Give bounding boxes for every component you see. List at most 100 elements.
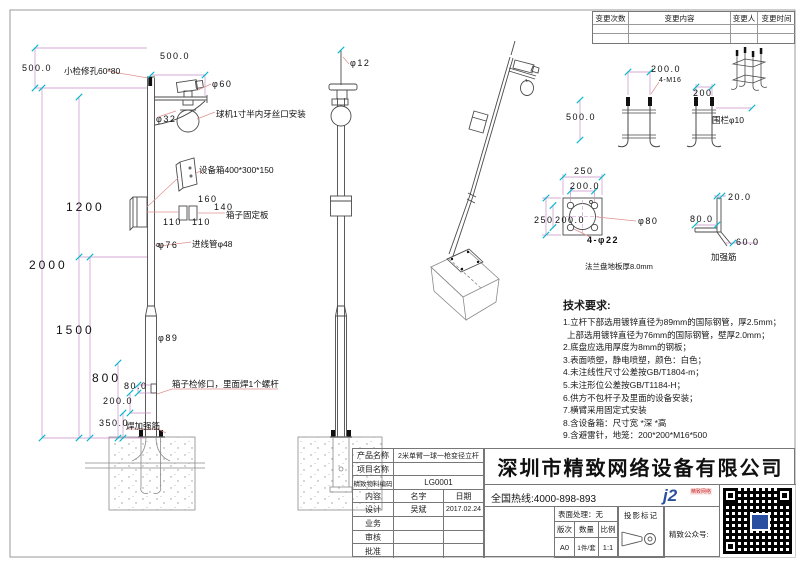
qr-center-logo [750,513,770,531]
scale-value: 1:1 [599,538,617,557]
qr-finder-top-left [723,488,738,503]
dim-plate-110-right: 110 [192,217,211,227]
hotline-row: 全国热线:4000-898-893 j2 精致网络 [484,485,719,506]
dim-flange-dia-80: φ80 [638,216,659,226]
revision-table: 变更次数 变更内容 变更人 变更时间 [592,11,795,44]
tech-line: 7.横臂采用固定式安装 [563,405,647,416]
date-header: 日期 [444,490,484,503]
revision-col-time: 变更时间 [758,12,795,25]
side-view-pole [328,50,358,438]
revision-cell [629,25,731,34]
dim-flange-500: 500.0 [566,112,597,122]
tech-line: 5.未注形位公差按GB/T1184-H； [563,379,686,390]
business-label: 业务 [353,517,394,531]
dim-height-800: 800 [92,371,122,385]
dim-lower-pole-dia-89: φ89 [158,333,179,343]
business-name [394,517,444,531]
dim-height-350: 350.0 [99,418,130,428]
design-date: 2017.02.24 [444,503,484,517]
content-header: 内容 [353,490,394,503]
review-name [394,531,444,544]
scale-label: 比例 [599,522,617,538]
company-name: 深圳市精致网络设备有限公司 [484,449,796,485]
label-flange-holes: 4-φ22 [587,235,619,245]
anchor-cage-detail-2 [686,97,722,148]
designer-name: 吴斌 [394,503,444,517]
dim-cage1-200: 200.0 [651,64,682,74]
label-access-port: 箱子检修口，里面焊1个螺杆 [172,379,279,389]
tech-line: 8.含设备箱：尺寸宽 *深 *高 [563,417,667,428]
review-date [444,531,484,544]
hotline-number: 全国热线:4000-898-893 [491,494,597,505]
label-flange-plate: 法兰盘地板厚8.0mm [585,262,653,271]
dim-plate-140: 140 [214,202,234,212]
approve-label: 批准 [353,544,394,558]
sheet-frame [9,9,796,558]
revision-cell [731,25,758,34]
technical-requirements: 技术要求: 1.立杆下部选用镀锌直径为89mm的国际钢管，厚2.5mm； 上部选… [563,297,799,442]
projection-label: 投影标记 [624,511,658,520]
qr-finder-top-right [777,488,792,503]
label-weld-rib: 焊加强筋 [126,421,161,431]
tech-line: 9.含避雷针，地笼：200*200*M16*500 [563,430,708,441]
dim-flange-200-h: 200.0 [570,181,601,191]
tech-line: 上部选用镀锌直径为76mm的国际钢管，壁厚2.0mm； [567,329,770,340]
dim-rib-80: 80.0 [690,214,714,224]
dimension-lines [34,47,758,439]
surface-finish-value: 无 [595,509,604,519]
tech-line: 6.供方不包杆子及里面的设备安装； [563,392,698,403]
qr-finder-bottom-left [723,539,738,554]
design-label: 设计 [353,503,394,517]
revision-col-person: 变更人 [731,12,758,25]
project-name-value [394,463,484,476]
tech-line: 3.表面喷塑，静电喷塑，颜色：白色； [563,354,707,365]
approve-name [394,544,444,558]
version-label: 版次 [555,522,575,538]
revision-col-content: 变更内容 [629,12,731,25]
label-fixing-plate: 箱子固定板 [226,210,269,220]
dim-height-2000: 2000 [29,258,68,272]
revision-cell [593,25,629,34]
qr-code [719,485,795,557]
surface-finish-label: 表面处理： [558,509,596,519]
product-name-value: 2米单臂一球一枪变径立杆 [394,449,484,463]
label-access-hole: 小检修孔60*80 [64,66,121,76]
revision-cell [758,34,795,43]
tech-line: 2.底盘应选用厚度为8mm的钢板； [563,342,691,353]
dim-cage2-200: 200 [693,88,713,98]
approve-date [444,544,484,558]
review-label: 审核 [353,531,394,544]
front-view-pole [129,76,208,438]
dim-gusset-dia-32: φ32 [156,114,177,124]
revision-cell [731,34,758,43]
anchor-cage-isometric [730,47,768,91]
qty-value: 1件/套 [575,538,599,557]
leader-lines [106,56,660,434]
product-name-label: 产品名称 [353,449,394,463]
dim-flange-250-v: 250 [534,215,554,225]
label-cage1-bolts: 4-M16 [659,77,682,84]
tech-line: 4.未注线性尺寸公差按GB/T1804-m； [563,367,704,378]
projection-symbol [621,531,656,547]
tech-requirements-title: 技术要求: [563,300,611,312]
finish-scale-table: 表面处理： 无 版次 数量 比例 A0 1件/套 1:1 [554,506,618,558]
name-header: 名字 [394,490,444,503]
wechat-label: 精致公众号: [669,530,709,539]
jz-logo-tagline: 精致网络 [690,488,713,495]
dim-upper-pole-dia-76: φ76 [158,240,179,250]
dim-flange-250-h: 250 [574,166,594,176]
revision-cell [629,34,731,43]
dim-rib-60: 60.0 [736,237,760,247]
title-block-spacer [484,506,554,558]
material-code-value: LG0001 [394,476,484,490]
wechat-box: 精致公众号: [664,506,719,558]
tech-line: 1.立杆下部选用镀锌直径为89mm的国际钢管，厚2.5mm； [563,317,782,327]
axonometric-view [448,40,540,257]
projection-box: 投影标记 [618,506,664,558]
dim-height-1500: 1500 [56,323,95,337]
dim-plate-160: 160 [198,194,218,204]
jz-logo: j2 [663,486,678,505]
dim-rod-dia-12: φ12 [350,58,371,68]
label-cage2-hoop: 围栏φ10 [712,115,744,125]
